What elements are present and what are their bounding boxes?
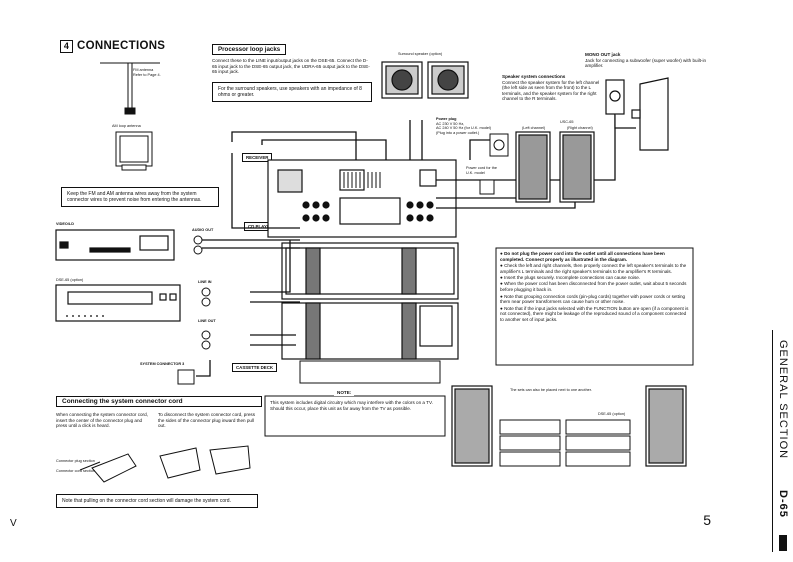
caution-item: ● Do not plug the power cord into the ou… (500, 251, 665, 262)
power-outlet-icon (479, 133, 509, 195)
surround-speaker-label: Surround speaker (option) (398, 52, 443, 56)
connector-hands-icon (79, 445, 251, 483)
caution-item: ● Note that grouping connection cords (p… (500, 293, 686, 305)
cassette-deck-tag: CASSETTE DECK (232, 363, 278, 372)
cautions-list: ● Do not plug the power cord into the ou… (500, 251, 690, 324)
caution-item: ● Note that if the input jacks selected … (500, 305, 689, 323)
cord-damage-warning: Note that pulling on the connector cord … (56, 494, 258, 509)
system-cord-connect-text: When connecting the system connector cor… (56, 412, 148, 429)
dse65-device (55, 284, 181, 322)
usc-model-label: USC-65 (560, 120, 574, 124)
am-antenna-label: AM loop antenna (112, 124, 141, 128)
fm-antenna-icon (100, 62, 160, 115)
rca-jacks (177, 235, 211, 385)
surround-impedance-note: For the surround speakers, use speakers … (212, 82, 372, 103)
system-cord-title: Connecting the system connector cord (56, 396, 262, 407)
dse65-placement-label: DSE-65 (option) (598, 412, 626, 416)
power-plug-line-1: AC 230 V 50 Hz, (436, 121, 465, 126)
caution-item: ● When the power cord has been disconnec… (500, 281, 687, 293)
antenna-noise-note: Keep the FM and AM antenna wires away fr… (61, 187, 219, 208)
fm-antenna-label: FM antenna Refer to Page 4. (133, 68, 173, 77)
connector-plug-section-label: Connector plug section (56, 459, 95, 463)
processor-loop-text: Connect these to the LINE input/output j… (212, 58, 370, 75)
page-title: 4 CONNECTIONS (60, 40, 165, 53)
placement-components-icon (499, 419, 631, 467)
speaker-connections-title: Speaker system connections (502, 74, 566, 79)
power-plug-line-3: (Plug into a power outlet.) (436, 130, 480, 135)
subwoofer-icon (605, 77, 669, 151)
system-connector-label: SYSTEM CONNECTOR 3 (140, 362, 185, 366)
power-plug-block: Power plug AC 230 V 50 Hz, AC 240 V 50 H… (436, 117, 511, 135)
tab-marker (779, 535, 787, 551)
power-cord-uk-label: Power cord for the U.K. model (466, 166, 498, 175)
fm-antenna-name: FM antenna (133, 68, 154, 72)
tv-note-text: This system includes digital circuitry w… (270, 400, 433, 411)
model-side-label: D-65 (777, 490, 789, 518)
cd-player-unit (281, 242, 459, 300)
tv-note-title: NOTE: (334, 390, 355, 396)
speaker-connections-block: Speaker system connections Connect the s… (502, 74, 602, 102)
speaker-connections-text: Connect the speaker system for the left … (502, 79, 600, 102)
system-cord-disconnect-text: To disconnect the system connector cord,… (158, 412, 256, 429)
audio-out-label: AUDIO OUT (192, 228, 214, 232)
tv-note-box (264, 395, 446, 437)
cassette-deck-unit (281, 302, 459, 360)
mono-out-text: Jack for connecting a subwoofer (super w… (585, 57, 707, 69)
video-ld-label: VIDEO/LD (56, 222, 74, 226)
page-number: 5 (703, 512, 711, 528)
caution-item: ● Insert the plugs securely. Incomplete … (500, 275, 641, 281)
left-channel-label: (Left channel) (522, 126, 546, 130)
right-channel-label: (Right channel) (567, 126, 593, 130)
power-plug-title: Power plug (436, 117, 457, 121)
section-title: CONNECTIONS (77, 40, 166, 52)
connector-cord-section-label: Connector cord section (56, 469, 96, 473)
cautions-box (495, 247, 694, 366)
receiver-tag: RECEIVER (242, 153, 273, 162)
placement-note: The sets can also be placed next to one … (510, 388, 592, 392)
power-plug-line-2: AC 240 V 50 Hz (for U.K. model) (436, 126, 492, 131)
processor-loop-title: Processor loop jacks (212, 44, 287, 55)
fm-antenna-ref: Refer to Page 4. (133, 72, 161, 77)
mono-out-title: MONO OUT jack (585, 52, 621, 57)
video-ld-device (55, 229, 175, 261)
caution-item: ● Check the left and right channels, the… (500, 263, 687, 274)
front-speakers-icon (515, 131, 595, 203)
dse65-option-label: DSE-65 (option) (56, 278, 84, 282)
side-tab: GENERAL SECTION D-65 (772, 330, 793, 552)
line-out-label: LINE OUT (198, 319, 216, 323)
am-loop-antenna-icon (115, 131, 153, 171)
placement-speakers-icon (451, 385, 687, 467)
stack-base (299, 360, 441, 384)
section-number: 4 (60, 40, 73, 53)
surround-speakers-icon (381, 61, 469, 99)
mono-out-block: MONO OUT jack Jack for connecting a subw… (585, 52, 715, 69)
receiver-unit (267, 159, 457, 238)
line-in-label: LINE IN (198, 280, 212, 284)
general-section-label: GENERAL SECTION (777, 340, 789, 460)
corner-mark: V (10, 518, 17, 529)
